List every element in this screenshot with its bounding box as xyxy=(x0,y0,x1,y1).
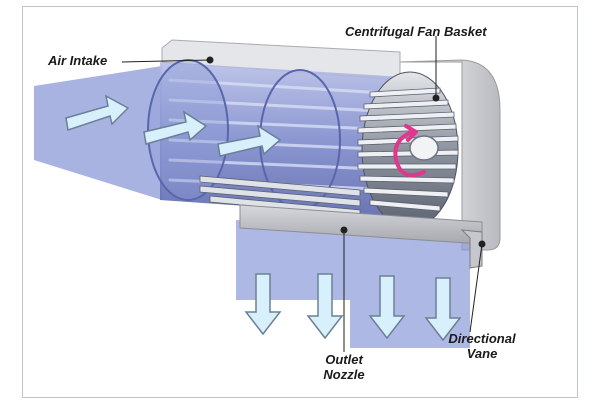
label-outlet-line2: Nozzle xyxy=(323,367,365,382)
flow-arrow-icon xyxy=(424,277,462,342)
housing-end-cap xyxy=(399,59,501,251)
label-outlet-nozzle: Outlet Nozzle xyxy=(314,352,374,382)
outlet-flow-arrows xyxy=(244,273,462,342)
intake-flow-arrows xyxy=(65,94,282,157)
flow-arrow-icon xyxy=(65,94,130,131)
flow-arrow-icon xyxy=(244,273,282,336)
fan-shaft xyxy=(409,135,439,161)
outlet-airflow xyxy=(236,220,470,348)
flow-arrow-icon xyxy=(143,110,208,145)
flow-arrow-icon xyxy=(306,273,344,340)
label-directional-vane: Directional Vane xyxy=(432,331,532,361)
air-intake-flow xyxy=(34,66,162,200)
housing-top-panel xyxy=(161,39,401,81)
fan-blades xyxy=(357,71,459,229)
label-outlet-line1: Outlet xyxy=(325,352,363,367)
label-air-intake: Air Intake xyxy=(48,53,108,68)
leader-lines xyxy=(121,36,486,352)
label-vane-line1: Directional xyxy=(448,331,516,346)
label-centrifugal-fan-basket: Centrifugal Fan Basket xyxy=(345,24,487,39)
label-vane-line2: Vane xyxy=(466,346,498,361)
flow-arrow-icon xyxy=(368,275,406,340)
rotation-arrow-icon xyxy=(393,124,426,177)
flow-arrow-icon xyxy=(217,124,282,157)
directional-vane xyxy=(460,229,483,269)
